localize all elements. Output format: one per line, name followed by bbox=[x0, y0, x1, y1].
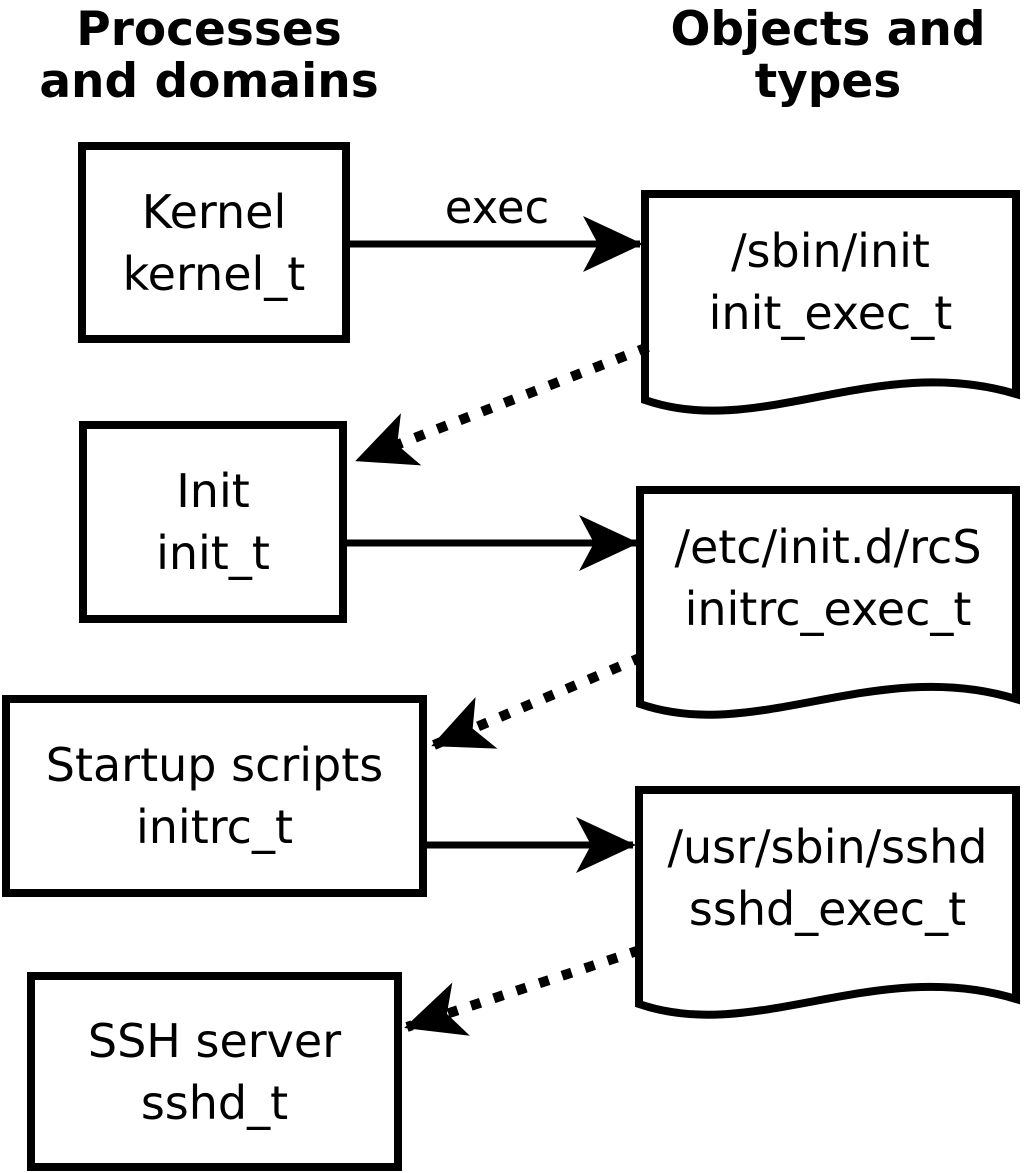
column-header-objects: Objects and types bbox=[640, 4, 1016, 108]
object-type: initrc_exec_t bbox=[684, 581, 972, 636]
process-name: Kernel bbox=[141, 184, 287, 239]
process-node-ssh-server: SSH server sshd_t bbox=[27, 972, 402, 1171]
document-shape-usr-sbin-sshd bbox=[635, 786, 1020, 1019]
process-name: SSH server bbox=[87, 1013, 342, 1068]
object-type: init_exec_t bbox=[708, 285, 953, 340]
process-node-kernel: Kernel kernel_t bbox=[78, 142, 350, 343]
process-domain: kernel_t bbox=[122, 246, 306, 301]
process-domain: initrc_t bbox=[136, 800, 293, 854]
exec-edge-label: exec bbox=[444, 181, 550, 234]
column-header-processes: Processes and domains bbox=[29, 4, 389, 108]
process-name: Startup scripts bbox=[45, 738, 384, 792]
header-line: Objects and bbox=[670, 2, 986, 57]
process-node-startup-scripts: Startup scripts initrc_t bbox=[2, 695, 427, 897]
header-line: and domains bbox=[39, 54, 379, 109]
object-path: /usr/sbin/sshd bbox=[667, 819, 988, 874]
transition-arrow-sbin-init-to-init-t bbox=[355, 342, 650, 466]
object-node-usr-sbin-sshd: /usr/sbin/sshd sshd_exec_t bbox=[639, 790, 1016, 965]
transition-arrow-sshd-to-sshd-t bbox=[404, 945, 642, 1036]
document-shape-etc-initd-rcs bbox=[636, 486, 1020, 719]
header-line: Processes bbox=[76, 2, 342, 57]
process-domain: init_t bbox=[156, 526, 270, 580]
object-node-etc-initd-rcs: /etc/init.d/rcS initrc_exec_t bbox=[640, 490, 1016, 665]
header-line: types bbox=[754, 54, 902, 109]
object-path: /sbin/init bbox=[731, 223, 930, 278]
object-path: /etc/init.d/rcS bbox=[674, 519, 982, 574]
process-domain: sshd_t bbox=[140, 1075, 289, 1130]
process-node-init: Init init_t bbox=[79, 421, 347, 623]
document-shape-sbin-init bbox=[641, 190, 1020, 415]
process-name: Init bbox=[176, 464, 250, 518]
object-node-sbin-init: /sbin/init init_exec_t bbox=[645, 194, 1016, 369]
transition-arrow-rcs-to-initrc-t bbox=[431, 652, 644, 750]
object-type: sshd_exec_t bbox=[688, 881, 967, 936]
